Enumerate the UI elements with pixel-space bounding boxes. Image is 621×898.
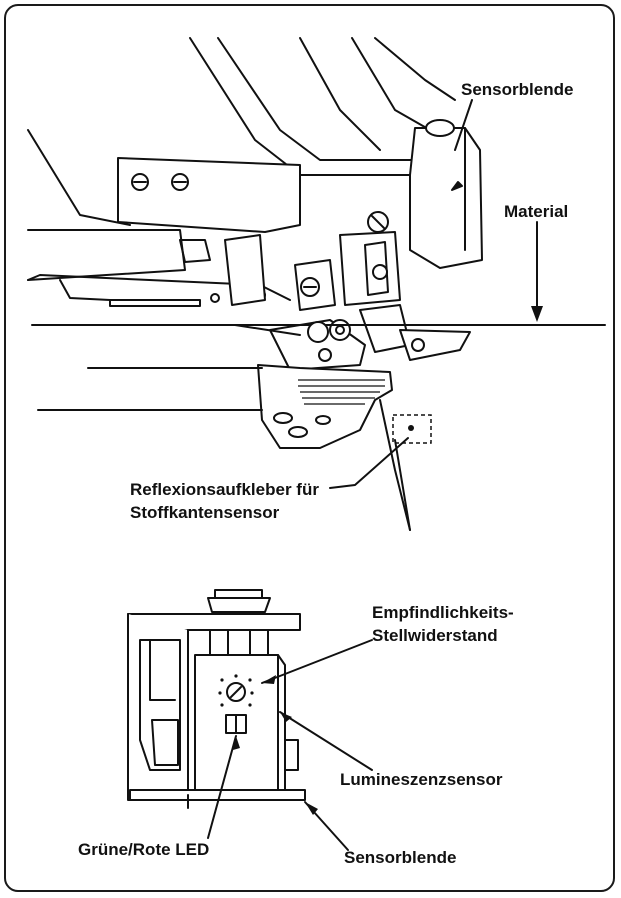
upper-machine-drawing (27, 37, 606, 531)
label-reflexion-line1: Reflexionsaufkleber für (130, 480, 319, 499)
label-sensorblende-bottom: Sensorblende (344, 848, 457, 867)
upper-leader-lines (329, 99, 543, 489)
label-led: Grüne/Rote LED (78, 840, 210, 859)
label-lumineszenzsensor: Lumineszenzsensor (340, 770, 503, 789)
label-material: Material (504, 202, 569, 221)
lower-leader-lines (207, 639, 373, 851)
sensor-unit-drawing (127, 589, 306, 809)
label-reflexion-line2: Stoffkantensensor (130, 503, 280, 522)
label-empfindlichkeit-line1: Empfindlichkeits- (372, 603, 514, 622)
label-sensorblende-top: Sensorblende (461, 80, 574, 99)
label-empfindlichkeit-line2: Stellwiderstand (372, 626, 498, 645)
